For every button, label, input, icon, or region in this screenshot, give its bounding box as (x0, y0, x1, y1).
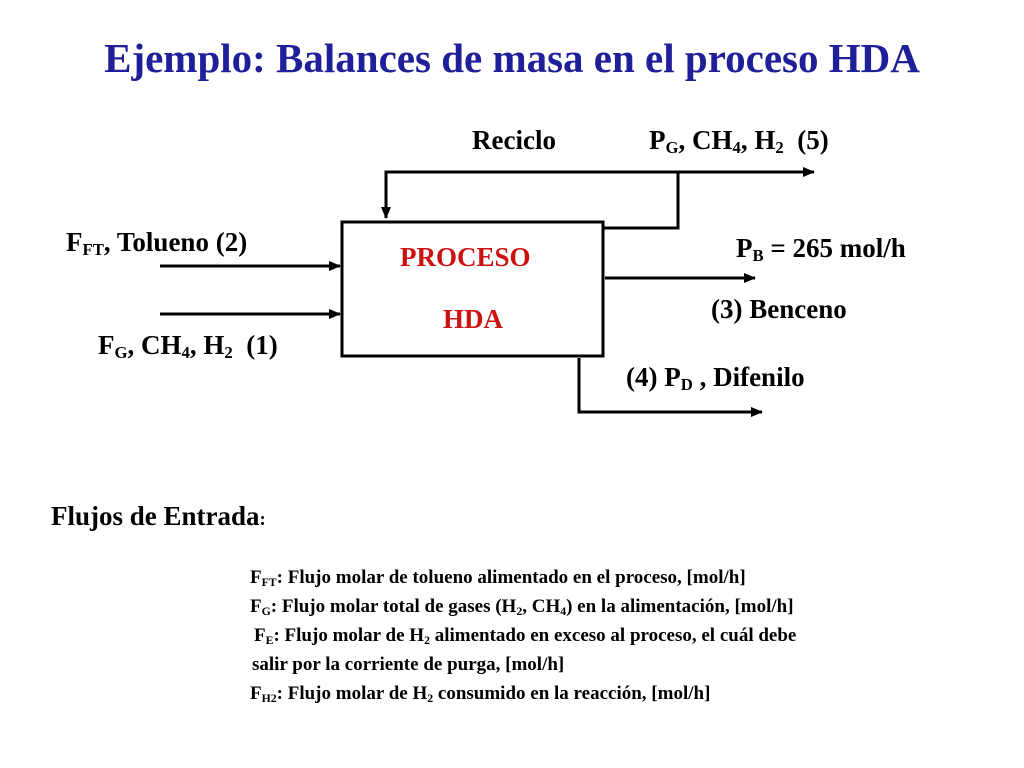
process-label-line2: HDA (443, 304, 503, 334)
stream-4-arrow (577, 358, 763, 417)
stream-2-label: FFT, Tolueno (2) (66, 227, 248, 260)
definition-fh2: FH2: Flujo molar de H2 consumido en la r… (250, 683, 711, 705)
process-label-line1: PROCESO (400, 242, 531, 272)
stream-3-label: (3) Benceno (711, 294, 847, 324)
stream-4-label: (4) PD , Difenilo (626, 362, 805, 395)
stream-5-label: PG, CH4, H2 (5) (649, 125, 829, 158)
definition-fe: FE: Flujo molar de H2 alimentado en exce… (254, 625, 797, 647)
process-box (340, 220, 605, 358)
definition-fft: FFT: Flujo molar de tolueno alimentado e… (250, 567, 746, 589)
stream-1-label: FG, CH4, H2 (1) (98, 330, 278, 363)
page-title: Ejemplo: Balances de masa en el proceso … (104, 35, 920, 81)
recycle-arrow (381, 170, 678, 219)
recycle-label: Reciclo (472, 125, 556, 155)
definition-fe-continued: salir por la corriente de purga, [mol/h] (252, 654, 565, 675)
section-heading: Flujos de Entrada: (51, 501, 266, 531)
top-outlet-line (603, 172, 680, 230)
definition-fg: FG: Flujo molar total de gases (H2, CH4)… (250, 596, 794, 618)
benzene-production-label: PB = 265 mol/h (736, 233, 906, 266)
